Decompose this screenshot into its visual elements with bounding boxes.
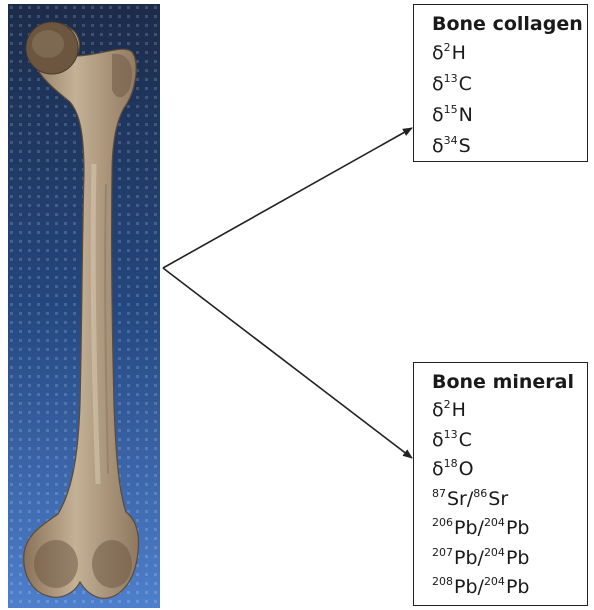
element-symbol: Pb (454, 547, 478, 569)
isotope-mass-number: 204 (484, 516, 505, 529)
delta-symbol: δ (432, 42, 444, 64)
element-symbol: Pb (506, 547, 530, 569)
mineral-isotope-item: 208Pb/204Pb (432, 574, 587, 604)
collagen-isotope-item: δ13C (432, 70, 587, 101)
delta-symbol: δ (432, 73, 444, 95)
element-symbol: S (459, 135, 471, 157)
element-symbol: O (459, 458, 474, 480)
element-symbol: Sr (447, 488, 467, 510)
delta-symbol: δ (432, 458, 444, 480)
arrow-to-mineral (163, 268, 412, 458)
delta-symbol: δ (432, 104, 444, 126)
delta-symbol: δ (432, 135, 444, 157)
mineral-isotope-item: 206Pb/204Pb (432, 515, 587, 545)
collagen-isotope-item: δ34S (432, 132, 587, 163)
isotope-mass-number: 204 (484, 546, 505, 559)
delta-symbol: δ (432, 399, 444, 421)
bone-mineral-title: Bone mineral (432, 369, 587, 395)
ratio-separator: / (478, 517, 484, 539)
isotope-mass-number: 208 (432, 575, 453, 588)
collagen-isotope-item: δ2H (432, 39, 587, 70)
isotope-mass-number: 13 (444, 72, 458, 85)
isotope-mass-number: 34 (444, 134, 458, 147)
isotope-mass-number: 18 (444, 457, 458, 470)
isotope-mass-number: 15 (444, 103, 458, 116)
mineral-isotope-item: 207Pb/204Pb (432, 545, 587, 575)
delta-symbol: δ (432, 429, 444, 451)
bone-collagen-box: Bone collagen δ2Hδ13Cδ15Nδ34S (413, 4, 588, 162)
isotope-mass-number: 87 (432, 487, 446, 500)
mineral-isotope-item: δ13C (432, 427, 587, 457)
isotope-mass-number: 86 (473, 487, 487, 500)
element-symbol: Pb (506, 517, 530, 539)
ratio-separator: / (478, 547, 484, 569)
isotope-mass-number: 13 (444, 428, 458, 441)
arrow-to-collagen (163, 128, 412, 268)
femur-bone-photo-icon (8, 4, 160, 608)
element-symbol: N (459, 104, 473, 126)
element-symbol: C (459, 73, 472, 95)
isotope-mass-number: 2 (444, 398, 451, 411)
bone-mineral-box: Bone mineral δ2Hδ13Cδ18O87Sr/86Sr206Pb/2… (413, 362, 588, 606)
isotope-mass-number: 206 (432, 516, 453, 529)
mineral-isotope-item: δ2H (432, 397, 587, 427)
element-symbol: C (459, 429, 472, 451)
collagen-isotope-item: δ15N (432, 101, 587, 132)
element-symbol: Pb (454, 517, 478, 539)
bone-mineral-list: δ2Hδ13Cδ18O87Sr/86Sr206Pb/204Pb207Pb/204… (432, 397, 587, 604)
element-symbol: Pb (454, 576, 478, 598)
isotope-mass-number: 207 (432, 546, 453, 559)
isotope-mass-number: 2 (444, 41, 451, 54)
mineral-isotope-item: 87Sr/86Sr (432, 486, 587, 516)
bone-collagen-list: δ2Hδ13Cδ15Nδ34S (432, 39, 587, 163)
femur-photo (8, 4, 160, 608)
mineral-isotope-item: δ18O (432, 456, 587, 486)
element-symbol: Sr (488, 488, 508, 510)
bone-collagen-title: Bone collagen (432, 11, 587, 37)
element-symbol: H (452, 399, 466, 421)
element-symbol: Pb (506, 576, 530, 598)
isotope-mass-number: 204 (484, 575, 505, 588)
ratio-separator: / (478, 576, 484, 598)
element-symbol: H (452, 42, 466, 64)
